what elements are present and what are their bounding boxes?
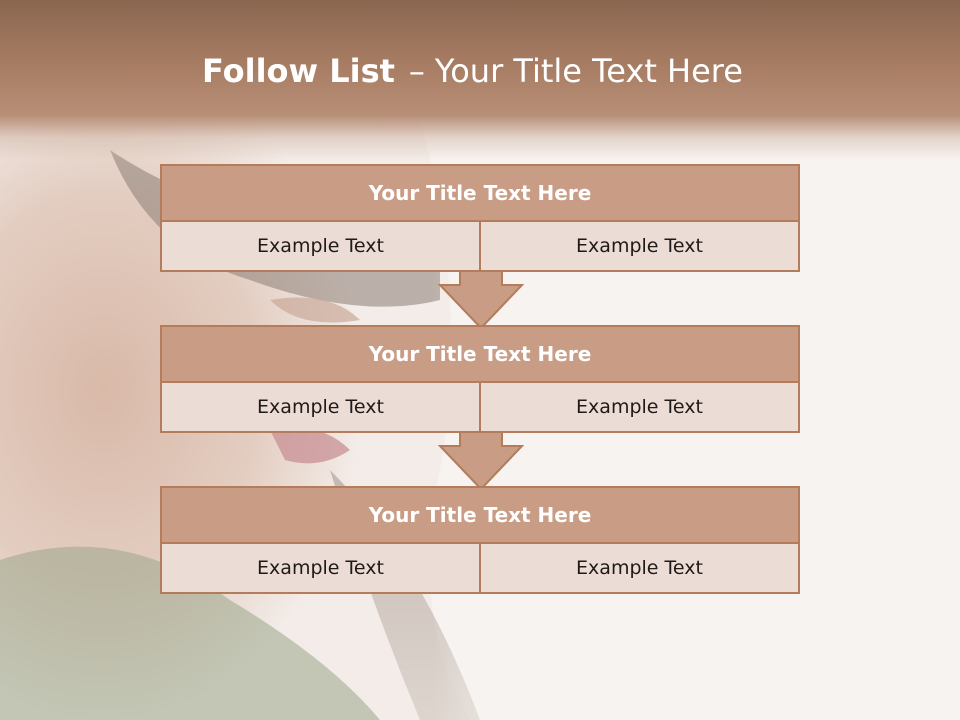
down-arrow-icon: [438, 431, 524, 491]
title-separator: –: [408, 52, 425, 90]
block-row: Example Text Example Text: [162, 383, 798, 431]
block-row: Example Text Example Text: [162, 222, 798, 270]
title-subtitle: Your Title Text Here: [434, 52, 743, 90]
block-title: Your Title Text Here: [162, 488, 798, 544]
page-title: Follow List–Your Title Text Here: [0, 52, 945, 90]
list-block-1: Your Title Text Here Example Text Exampl…: [160, 164, 800, 272]
block-cell-right: Example Text: [479, 544, 798, 592]
list-block-3: Your Title Text Here Example Text Exampl…: [160, 486, 800, 594]
header-band: [0, 0, 960, 160]
list-block-2: Your Title Text Here Example Text Exampl…: [160, 325, 800, 433]
block-cell-right: Example Text: [479, 222, 798, 270]
block-title: Your Title Text Here: [162, 166, 798, 222]
block-cell-left: Example Text: [162, 222, 479, 270]
block-title: Your Title Text Here: [162, 327, 798, 383]
down-arrow-icon: [438, 270, 524, 330]
block-row: Example Text Example Text: [162, 544, 798, 592]
block-cell-right: Example Text: [479, 383, 798, 431]
block-cell-left: Example Text: [162, 544, 479, 592]
title-main: Follow List: [202, 52, 395, 90]
block-cell-left: Example Text: [162, 383, 479, 431]
